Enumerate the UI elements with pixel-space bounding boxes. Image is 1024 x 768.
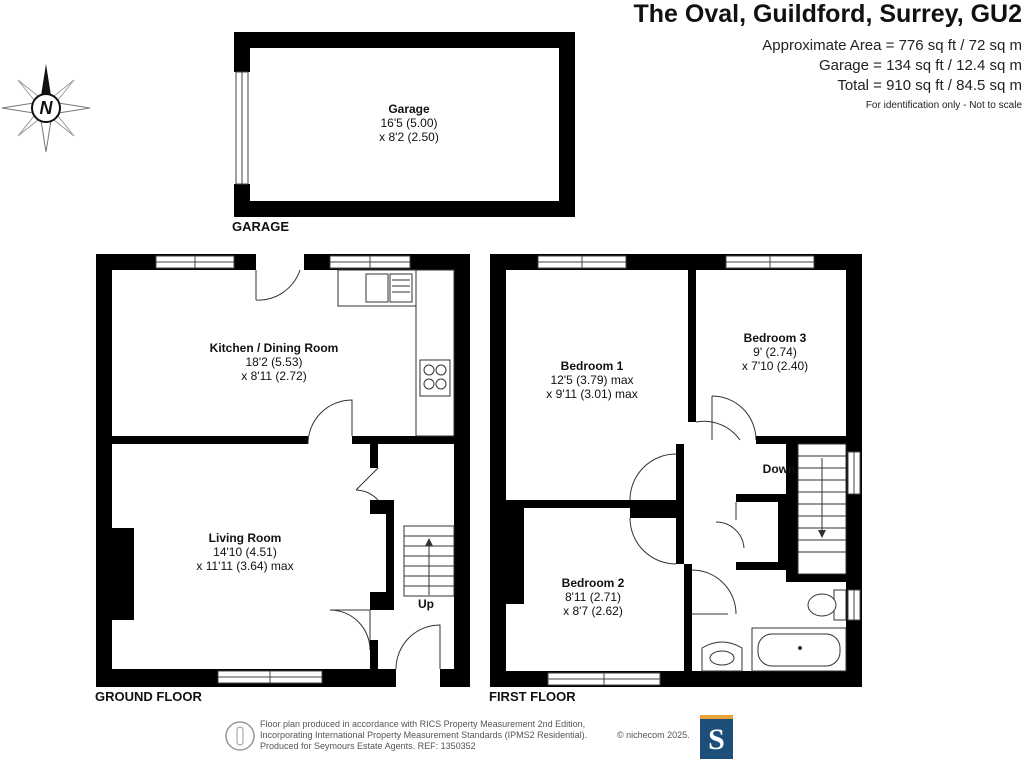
room-name-bedroom3: Bedroom 3 <box>744 331 807 345</box>
room-dim-bedroom3-1: 9' (2.74) <box>753 345 797 359</box>
room-dim-garage-2: x 8'2 (2.50) <box>379 130 439 144</box>
logo-letter: S <box>708 723 725 756</box>
room-name-bedroom1: Bedroom 1 <box>561 359 624 373</box>
garage-plan: Garage 16'5 (5.00) x 8'2 (2.50) <box>234 32 575 217</box>
room-dim-kitchen-2: x 8'11 (2.72) <box>241 369 306 383</box>
room-name-kitchen: Kitchen / Dining Room <box>210 341 339 355</box>
room-dim-bedroom1-1: 12'5 (3.79) max <box>551 373 634 387</box>
footer-line-1: Floor plan produced in accordance with R… <box>260 719 585 729</box>
stairs-down-icon <box>797 443 847 575</box>
floor-label-garage: GARAGE <box>232 219 289 234</box>
compass-icon: N <box>1 64 91 153</box>
floor-label-first: FIRST FLOOR <box>489 689 576 704</box>
garage-area: Garage = 134 sq ft / 12.4 sq m <box>819 57 1022 74</box>
footer-copyright: © nichecom 2025. <box>617 730 690 740</box>
room-dim-bedroom2-1: 8'11 (2.71) <box>565 590 621 604</box>
stairs-up-icon <box>403 525 455 597</box>
room-dim-living-2: x 11'11 (3.64) max <box>196 559 293 573</box>
seymours-logo: S <box>700 715 733 759</box>
room-dim-garage-1: 16'5 (5.00) <box>381 116 438 130</box>
approximate-area: Approximate Area = 776 sq ft / 72 sq m <box>762 37 1022 54</box>
disclaimer: For identification only - Not to scale <box>866 100 1023 111</box>
footer-line-3: Produced for Seymours Estate Agents. REF… <box>260 741 476 751</box>
toilet-icon <box>807 589 847 621</box>
room-dim-bedroom1-2: x 9'11 (3.01) max <box>546 387 637 401</box>
room-name-garage: Garage <box>388 102 430 116</box>
room-name-bedroom2: Bedroom 2 <box>562 576 625 590</box>
room-dim-living-1: 14'10 (4.51) <box>213 545 277 559</box>
stairs-down-label: Down <box>763 462 796 476</box>
floor-label-ground: GROUND FLOOR <box>95 689 202 704</box>
footer-line-2: Incorporating International Property Mea… <box>260 730 587 740</box>
compass-label: N <box>40 98 54 118</box>
room-dim-kitchen-1: 18'2 (5.53) <box>246 355 303 369</box>
total-area: Total = 910 sq ft / 84.5 sq m <box>837 77 1022 94</box>
ground-floor-plan: Up Kitchen / Dining Room 18'2 (5.53) x 8… <box>96 254 470 687</box>
rics-logo-icon <box>225 721 255 751</box>
property-title: The Oval, Guildford, Surrey, GU2 <box>633 0 1022 28</box>
bath-icon <box>751 627 847 672</box>
first-floor-plan: Down Bedroom 1 12'5 (3.79) max x 9'11 (3… <box>490 254 862 687</box>
room-name-living: Living Room <box>209 531 282 545</box>
stairs-up-label: Up <box>418 597 434 611</box>
room-dim-bedroom3-2: x 7'10 (2.40) <box>742 359 808 373</box>
sink-icon <box>701 641 743 672</box>
room-dim-bedroom2-2: x 8'7 (2.62) <box>563 604 623 618</box>
